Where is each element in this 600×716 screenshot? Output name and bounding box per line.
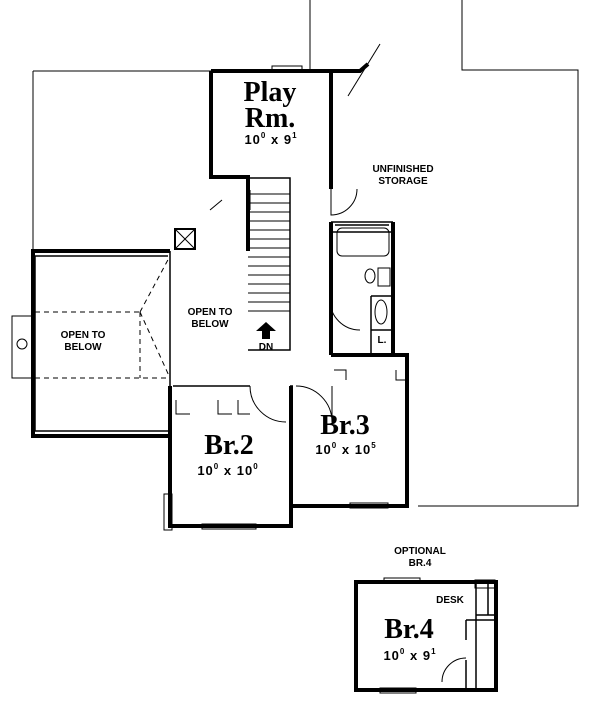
play-room-name-line2: Rm. — [244, 103, 296, 134]
open-to-below-lines — [35, 255, 171, 379]
doors — [175, 43, 467, 683]
bedroom-2-width: 10 — [197, 463, 214, 478]
linen-closet-label: L. — [377, 335, 387, 346]
bedroom-3-width: 10 — [315, 442, 332, 457]
bedroom-4-x: x — [410, 648, 419, 663]
bedroom-3-height: 10 — [354, 442, 372, 457]
play-room-width: 10 — [244, 132, 261, 147]
interior-walls — [34, 177, 496, 690]
bedroom-3-height-inches: 5 — [371, 441, 377, 450]
bedroom-4-width-inches: 0 — [399, 647, 406, 656]
desk-label: DESK — [436, 595, 464, 606]
bedroom-4-dimensions: 100 x 91 — [360, 647, 460, 663]
optional-bedroom-line1: OPTIONAL — [394, 546, 446, 557]
open-to-below-left-line2: BELOW — [64, 342, 102, 353]
open-to-below-center-line1: OPEN TO — [187, 307, 233, 318]
open-to-below-left-line1: OPEN TO — [60, 330, 106, 341]
bedroom-2-dimensions: 100 x 100 — [178, 462, 278, 478]
bedroom-3-name: Br.3 — [320, 410, 370, 441]
stair-treads — [248, 193, 290, 312]
bedroom-2-x: x — [223, 463, 233, 478]
open-to-below-center-label: OPEN TO BELOW — [174, 307, 246, 331]
bedroom-3-width-inches: 0 — [331, 441, 338, 450]
play-room-width-inches: 0 — [260, 131, 267, 140]
bedroom-4-name: Br.4 — [384, 614, 434, 645]
stair-arrow-icon — [256, 322, 276, 339]
bedroom-4-height: 9 — [422, 648, 432, 663]
bedroom-3-dimensions: 100 x 105 — [298, 441, 394, 457]
open-to-below-left-label: OPEN TO BELOW — [48, 330, 118, 354]
bedroom-4-height-inches: 1 — [431, 647, 437, 656]
storage-label-line1: UNFINISHED — [372, 164, 434, 175]
play-room-name-line1: Play — [243, 77, 297, 108]
play-room-name: Play Rm. — [232, 77, 308, 134]
optional-bedroom-line2: BR.4 — [408, 558, 432, 569]
bedroom-2-width-inches: 0 — [213, 462, 220, 471]
exterior-walls — [31, 62, 498, 692]
bedroom-3-x: x — [341, 442, 351, 457]
storage-label-line2: STORAGE — [378, 176, 428, 187]
play-room-x: x — [271, 132, 280, 147]
windows — [11, 65, 496, 694]
bath-fixtures — [16, 227, 391, 350]
chimney — [174, 228, 196, 250]
stair-down-label: DN — [258, 342, 274, 353]
optional-bedroom-label: OPTIONAL BR.4 — [380, 546, 460, 570]
open-to-below-center-line2: BELOW — [191, 319, 229, 330]
play-room-dimensions: 100 x 91 — [226, 131, 316, 147]
bedroom-2-height: 10 — [236, 463, 254, 478]
bedroom-4-width: 10 — [383, 648, 400, 663]
bedroom-2-name: Br.2 — [204, 430, 254, 461]
play-room-height: 9 — [283, 132, 293, 147]
storage-label: UNFINISHED STORAGE — [358, 164, 448, 188]
play-room-height-inches: 1 — [292, 131, 298, 140]
bedroom-2-height-inches: 0 — [253, 462, 259, 471]
